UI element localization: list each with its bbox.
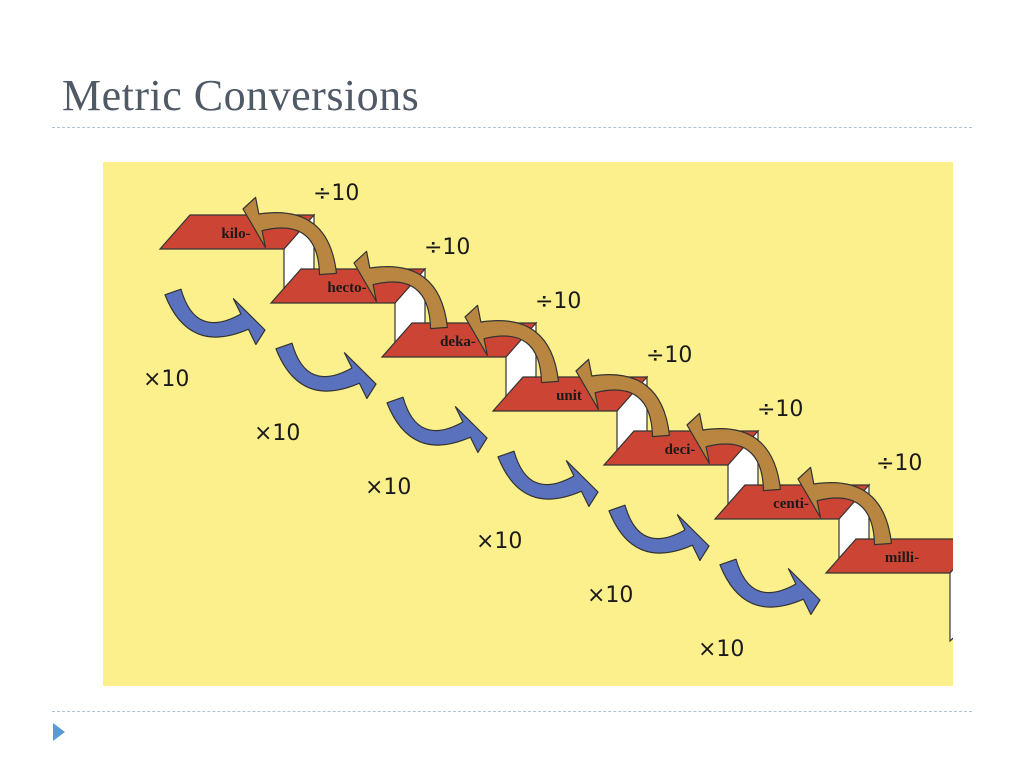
step-label-milli: milli- xyxy=(885,550,919,566)
divide-arrow xyxy=(686,412,782,492)
divide-label: ÷10 xyxy=(876,451,922,476)
multiply-arrow xyxy=(608,504,710,562)
multiply-arrow xyxy=(719,558,821,616)
step-riser xyxy=(949,562,953,643)
divide-arrow xyxy=(575,358,671,438)
divide-label: ÷10 xyxy=(424,235,470,260)
multiply-arrow xyxy=(386,396,488,454)
multiply-label: ×10 xyxy=(476,529,522,554)
title-divider xyxy=(52,127,972,128)
divide-label: ÷10 xyxy=(313,181,359,206)
divide-arrow xyxy=(353,250,449,330)
divide-label: ÷10 xyxy=(646,343,692,368)
multiply-label: ×10 xyxy=(698,637,744,662)
step-label-centi: centi- xyxy=(773,496,809,512)
step-label-deka: deka- xyxy=(440,334,476,350)
multiply-arrow xyxy=(497,450,599,508)
step-top xyxy=(824,538,953,574)
multiply-label: ×10 xyxy=(587,583,633,608)
triangle-right-icon[interactable] xyxy=(52,722,66,742)
staircase-svg: kilo-hecto-deka-unit deci-centi-milli- ÷10… xyxy=(103,162,953,686)
divide-arrow xyxy=(242,196,338,276)
divide-arrow xyxy=(464,304,560,384)
step-label-deci: deci- xyxy=(665,442,696,458)
divide-arrow xyxy=(797,466,893,546)
divide-label: ÷10 xyxy=(757,397,803,422)
multiply-arrow xyxy=(275,342,377,400)
multiply-arrow xyxy=(164,288,266,346)
footer-divider xyxy=(52,711,972,712)
slide-title: Metric Conversions xyxy=(62,71,420,120)
multiply-label: ×10 xyxy=(254,421,300,446)
metric-staircase-diagram: kilo-hecto-deka-unit deci-centi-milli- ÷10… xyxy=(103,162,953,686)
multiply-label: ×10 xyxy=(365,475,411,500)
step-label-hecto: hecto- xyxy=(327,280,366,296)
multiply-label: ×10 xyxy=(143,367,189,392)
step-label-kilo: kilo- xyxy=(221,226,250,242)
divide-label: ÷10 xyxy=(535,289,581,314)
step-label-unit: unit xyxy=(556,388,582,404)
